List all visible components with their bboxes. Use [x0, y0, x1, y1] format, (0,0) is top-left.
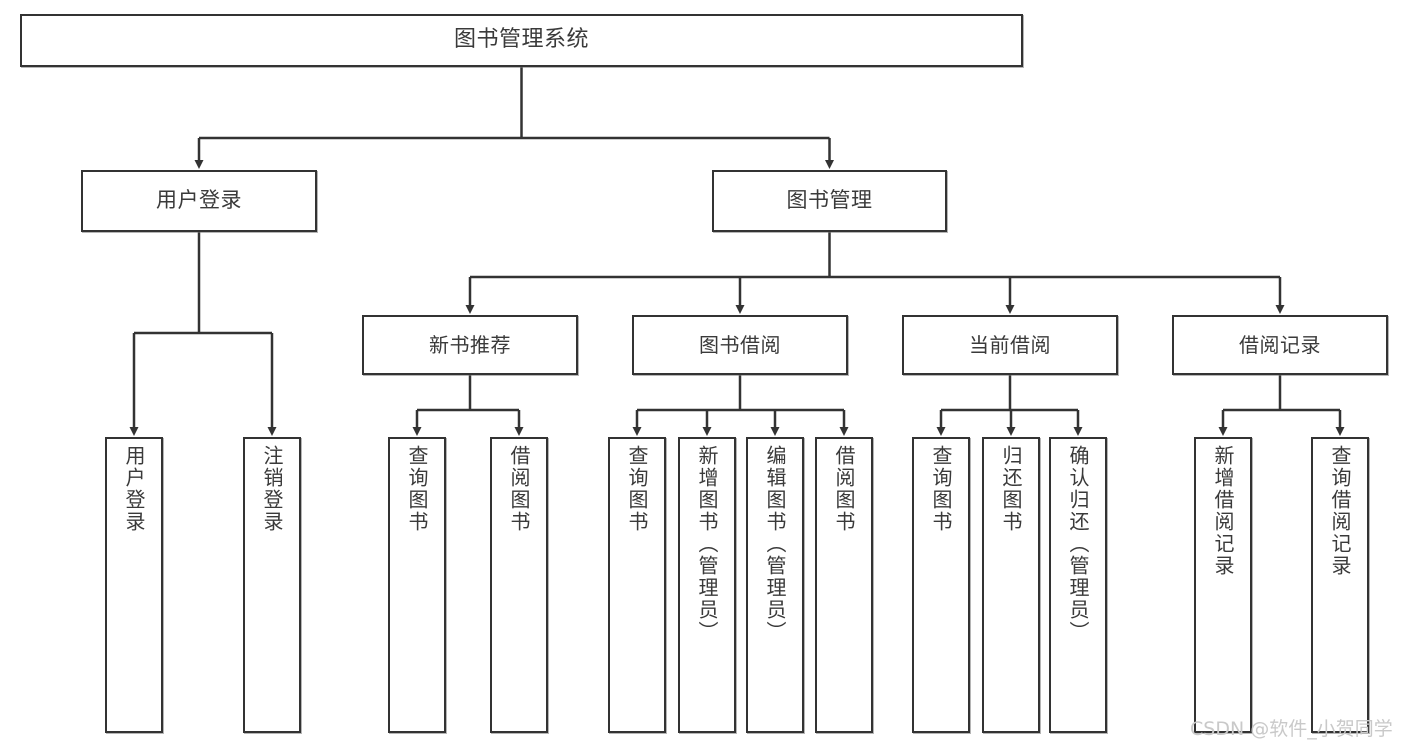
node-label: 注销登录: [260, 445, 284, 533]
leaf-query-borrow-record[interactable]: 查询借阅记录: [1311, 437, 1369, 733]
node-label: 归还图书: [999, 445, 1023, 533]
node-label: 查询图书: [405, 445, 429, 533]
node-label: 借阅图书: [507, 445, 531, 533]
leaf-borrow-book-2[interactable]: 借阅图书: [815, 437, 873, 733]
node-label: 新书推荐: [429, 332, 511, 357]
node-label: 图书管理系统: [453, 27, 589, 53]
node-label: 借阅图书: [832, 445, 856, 533]
node-label: 确认归还（管理员）: [1066, 445, 1090, 643]
node-label: 新增借阅记录: [1211, 445, 1235, 577]
node-new-book-recommend[interactable]: 新书推荐: [362, 315, 578, 375]
leaf-confirm-return-admin[interactable]: 确认归还（管理员）: [1049, 437, 1107, 733]
node-label: 查询图书: [625, 445, 649, 533]
node-user-login[interactable]: 用户登录: [81, 170, 317, 232]
leaf-user-login[interactable]: 用户登录: [105, 437, 163, 733]
leaf-logout-login[interactable]: 注销登录: [243, 437, 301, 733]
node-label: 新增图书（管理员）: [695, 445, 719, 643]
node-book-borrow[interactable]: 图书借阅: [632, 315, 848, 375]
node-label: 查询图书: [929, 445, 953, 533]
node-label: 用户登录: [156, 188, 242, 213]
node-label: 图书管理: [786, 188, 873, 213]
node-label: 编辑图书（管理员）: [763, 445, 787, 643]
leaf-add-borrow-record[interactable]: 新增借阅记录: [1194, 437, 1252, 733]
node-current-borrow[interactable]: 当前借阅: [902, 315, 1118, 375]
node-borrow-record[interactable]: 借阅记录: [1172, 315, 1388, 375]
connector-lines: [129, 67, 1345, 436]
node-label: 用户登录: [122, 445, 146, 533]
leaf-edit-book-admin[interactable]: 编辑图书（管理员）: [746, 437, 804, 733]
node-label: 查询借阅记录: [1328, 445, 1352, 577]
node-label: 图书借阅: [699, 332, 781, 357]
leaf-query-book-2[interactable]: 查询图书: [608, 437, 666, 733]
node-label: 借阅记录: [1239, 332, 1321, 357]
node-root-system[interactable]: 图书管理系统: [20, 14, 1023, 67]
node-label: 当前借阅: [969, 332, 1051, 357]
leaf-query-book-1[interactable]: 查询图书: [388, 437, 446, 733]
leaf-add-book-admin[interactable]: 新增图书（管理员）: [678, 437, 736, 733]
node-book-manage[interactable]: 图书管理: [712, 170, 947, 232]
leaf-borrow-book-1[interactable]: 借阅图书: [490, 437, 548, 733]
leaf-return-book[interactable]: 归还图书: [982, 437, 1040, 733]
leaf-query-book-3[interactable]: 查询图书: [912, 437, 970, 733]
